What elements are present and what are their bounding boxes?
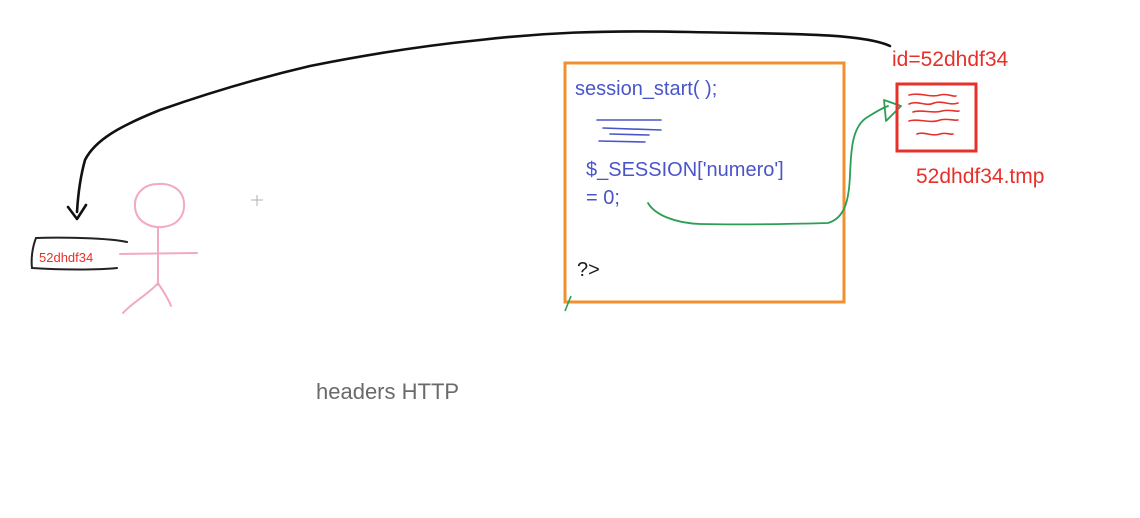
session-write-arrow <box>647 105 889 226</box>
headers-caption: headers HTTP <box>316 379 460 404</box>
code-session-start: session_start( ); <box>575 78 718 100</box>
client-cookie-tag <box>30 236 128 271</box>
code-session-assignment: = 0; <box>586 187 620 209</box>
session-id-label: id=52dhdf34 <box>892 48 1009 71</box>
cookie-arrowhead <box>66 203 88 221</box>
crosshair-mark <box>251 195 263 206</box>
write-arrowhead <box>883 99 902 122</box>
code-session-variable: $_SESSION['numero'] <box>586 159 784 181</box>
cookie-return-arrow <box>75 30 892 214</box>
stick-figure-icon <box>119 182 198 314</box>
document-icon <box>895 82 978 153</box>
corner-mark <box>564 295 572 312</box>
client-cookie-value: 52dhdf34 <box>39 250 94 265</box>
code-php-close-tag: ?> <box>577 259 600 281</box>
php-script-box <box>563 61 846 304</box>
code-scribble <box>596 119 662 143</box>
session-file-name: 52dhdf34.tmp <box>916 165 1045 188</box>
